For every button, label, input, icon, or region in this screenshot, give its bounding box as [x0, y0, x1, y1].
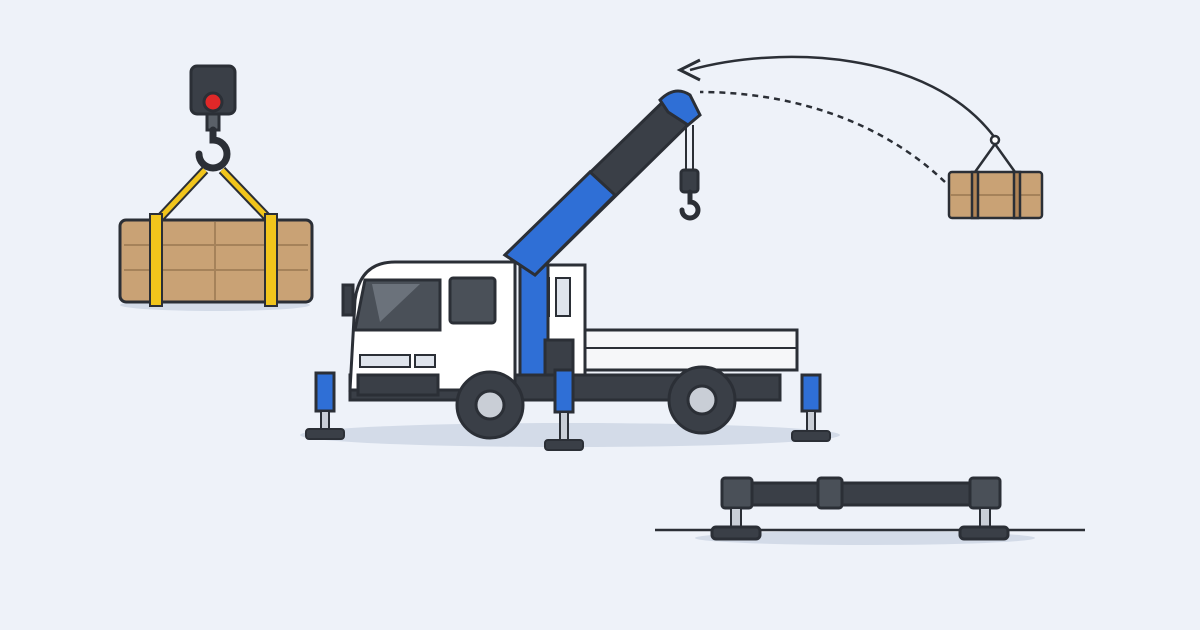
suspended-cargo-icon — [947, 134, 1044, 220]
outrigger-beam-icon — [655, 476, 1085, 545]
crane-truck-icon — [300, 89, 840, 451]
strapped-cargo-icon — [118, 166, 314, 311]
swing-arc-arrow-icon — [676, 55, 997, 183]
crane-hook-icon — [189, 64, 237, 172]
